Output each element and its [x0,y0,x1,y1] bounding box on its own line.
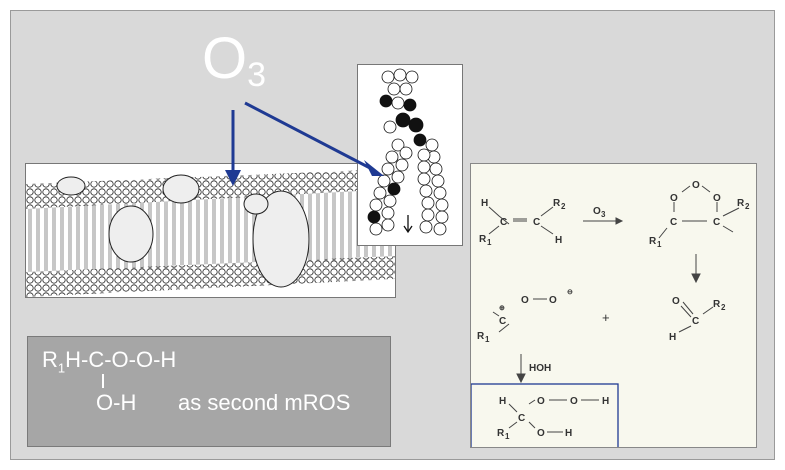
subscript: 3 [601,210,606,219]
subscript: 2 [721,303,726,312]
atom-o: O [537,428,545,439]
membrane-drawing [26,169,395,297]
atom-r: R [477,331,485,342]
atom-c: C [713,217,720,228]
formula-chain: H-C-O-O-H [65,347,177,372]
atom-o: O [537,396,545,407]
subscript: 2 [561,202,566,211]
cell-membrane-illustration [25,163,396,298]
atom-o: O [670,193,678,204]
membrane-protein [56,176,86,196]
atom-h: H [555,235,562,246]
atom-c: C [692,316,699,327]
ozone-symbol: O [202,26,248,91]
membrane-protein [108,205,154,263]
atom-o: O [713,193,721,204]
membrane-protein [252,190,310,288]
atom-c: C [533,217,540,228]
atom-r: R [553,198,561,209]
atom-h: H [565,428,572,439]
hydroxy-hydroperoxide-formula-box: R1H-C-O-O-H O-H as second mROS [27,336,391,447]
formula-r: R [42,347,58,372]
subscript: 2 [745,202,750,211]
membrane-protein [162,174,200,204]
atom-r: R [649,236,657,247]
phospholipid-illustration [357,64,463,246]
membrane-protein [243,193,269,215]
atom-o: O [570,396,578,407]
atom-r: R [497,428,505,439]
atom-c: C [518,413,525,424]
atom-o: O [672,296,680,307]
atom-h: H [669,332,676,343]
formula-line-1: R1H-C-O-O-H [42,347,176,375]
formula-bond [102,374,104,388]
atom-r: R [713,299,721,310]
atom-c: C [670,217,677,228]
atom-o: O [521,295,529,306]
atom-h: H [499,396,506,407]
atom-o: O [692,180,700,191]
subscript: 1 [505,432,510,441]
atom-h: H [481,198,488,209]
formula-subscript: 1 [57,360,66,376]
atom-r: R [737,198,745,209]
atom-h: H [602,396,609,407]
charge: ⊕ [499,305,505,312]
formula-caption: as second mROS [178,390,351,415]
atom-c: C [500,217,507,228]
atom-r: R [479,234,487,245]
atom-c: C [499,316,506,327]
subscript: 1 [485,335,490,344]
reagent-water: HOH [529,363,551,374]
plus-sign: + [602,310,610,325]
subscript: 1 [657,240,662,249]
ozone-label: O3 [202,30,267,94]
charge: ⊖ [567,289,573,296]
atom-o: O [549,295,557,306]
ozone-subscript: 3 [247,56,267,94]
subscript: 1 [487,238,492,247]
formula-line-2: O-H [96,390,137,415]
phospholipid-drawing [367,68,449,236]
reagent-ozone: O [593,206,601,217]
down-arrow-icon [403,215,413,234]
